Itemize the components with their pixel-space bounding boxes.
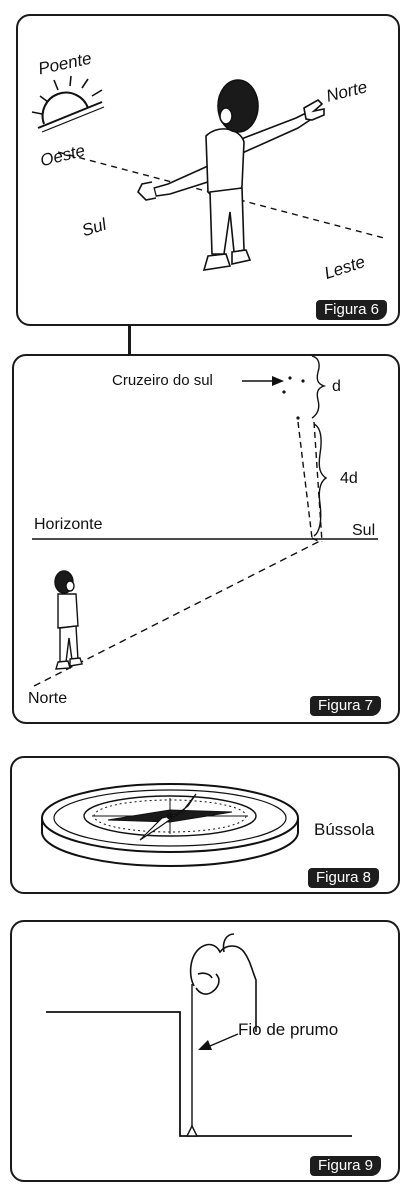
label-d: d	[332, 378, 341, 395]
brace-4d	[313, 423, 328, 537]
figure-6-drawing	[31, 75, 385, 271]
figure-7-drawing	[32, 356, 378, 687]
figure-8-drawing	[41, 783, 299, 867]
wall-outline	[46, 1011, 352, 1137]
figure-7-caption: Figura 7	[310, 696, 382, 716]
label-bussola: Bússola	[314, 820, 375, 839]
compass-icon	[41, 783, 299, 867]
figure-7-panel: Cruzeiro do sul d 4d Horizonte Sul Norte…	[12, 354, 400, 724]
label-cruzeiro: Cruzeiro do sul	[112, 372, 213, 389]
label-fio-de-prumo: Fio de prumo	[238, 1020, 339, 1039]
figure-8-panel: Bússola Figura 8	[10, 756, 400, 894]
southern-cross-stars	[282, 376, 305, 420]
person-figure	[137, 79, 325, 271]
figure-8-caption: Figura 8	[308, 868, 380, 888]
label-horizonte: Horizonte	[34, 516, 103, 533]
label-4d: 4d	[340, 470, 358, 487]
figure-9-panel: Fio de prumo Figura 9	[10, 920, 400, 1182]
setting-sun-icon	[31, 75, 105, 133]
label-norte-7: Norte	[28, 690, 68, 707]
figure-6-caption: Figura 6	[316, 300, 388, 320]
panel-connector	[128, 322, 131, 358]
hand-icon	[189, 933, 257, 1032]
figure-9-drawing	[46, 933, 352, 1137]
label-sul-7: Sul	[352, 522, 376, 539]
brace-d	[311, 356, 327, 419]
figure-6-panel: Poente Oeste Norte Sul Leste Figura 6	[16, 14, 400, 326]
plumb-bob-icon	[185, 1124, 199, 1137]
person-figure-small	[54, 570, 83, 670]
figure-9-caption: Figura 9	[310, 1156, 382, 1176]
